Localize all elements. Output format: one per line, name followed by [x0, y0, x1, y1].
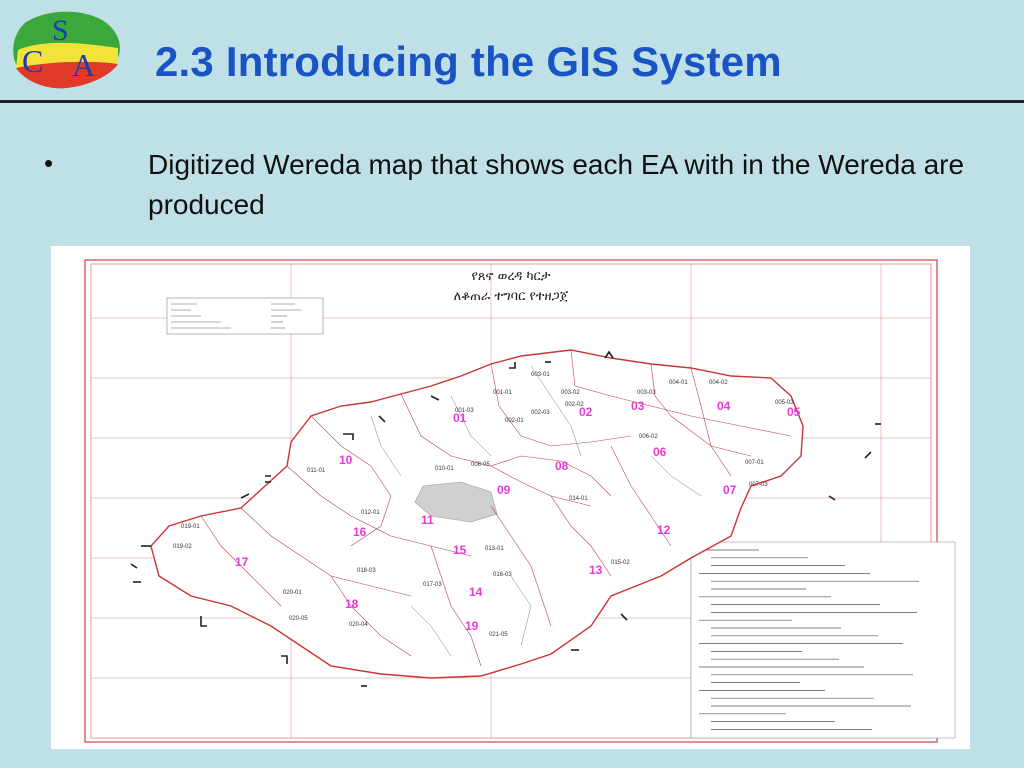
ea-code-label: 007-01 — [745, 460, 764, 466]
ea-boundary-line — [570, 349, 792, 437]
ea-code-label: 002-01 — [505, 418, 524, 424]
ea-number-label: 17 — [235, 555, 249, 569]
ea-code-label: 001-03 — [455, 408, 474, 414]
ea-code-label: 020-04 — [349, 622, 368, 628]
ea-code-label: 020-05 — [289, 616, 308, 622]
ea-number-label: 11 — [421, 513, 434, 527]
ea-boundary-line — [610, 445, 672, 547]
ea-code-label: 003-03 — [637, 390, 656, 396]
ea-subboundary-line — [410, 605, 452, 657]
title-divider — [0, 100, 1024, 103]
ea-code-label: 003-01 — [531, 372, 550, 378]
csa-logo: S C A — [6, 4, 130, 96]
ea-number-label: 05 — [787, 405, 801, 419]
logo-letter-a: A — [72, 47, 95, 83]
ea-number-label: 12 — [657, 523, 671, 537]
ea-code-label: 019-02 — [173, 544, 192, 550]
map-heading-line2: ለቆጠራ ተግባር የተዘጋጀ — [454, 289, 569, 304]
ea-number-label: 16 — [353, 525, 367, 539]
logo-letter-c: C — [22, 43, 43, 79]
ea-code-label: 004-02 — [709, 380, 728, 386]
ea-code-label: 010-01 — [435, 466, 454, 472]
ea-code-label: 004-01 — [669, 380, 688, 386]
ea-code-label: 011-01 — [307, 468, 326, 474]
ea-number-label: 08 — [555, 459, 569, 473]
ea-code-label: 007-03 — [749, 482, 768, 488]
ea-code-label: 015-02 — [611, 560, 630, 566]
ea-boundary-line — [550, 495, 612, 577]
ea-boundary-line — [430, 545, 482, 667]
place-name-mark — [130, 563, 138, 569]
place-name-mark — [620, 613, 628, 621]
place-name-mark — [343, 433, 354, 440]
ea-boundary-line — [330, 575, 412, 657]
ea-number-label: 09 — [497, 483, 511, 497]
ea-code-label: 016-03 — [493, 572, 512, 578]
ea-code-label: 006-02 — [639, 434, 658, 440]
ea-number-label: 18 — [345, 597, 359, 611]
ea-code-label: 003-02 — [561, 390, 580, 396]
ea-number-label: 15 — [453, 543, 467, 557]
ea-subboundary-line — [510, 575, 532, 647]
ea-code-label: 012-01 — [361, 510, 380, 516]
place-name-mark — [240, 493, 250, 499]
place-name-mark — [200, 616, 207, 627]
ea-boundary-line — [650, 363, 752, 457]
ea-code-label: 002-03 — [531, 410, 550, 416]
ea-subboundary-line — [370, 415, 402, 477]
ea-subboundary-line — [530, 365, 582, 457]
ea-number-label: 03 — [631, 399, 645, 413]
place-name-mark — [864, 451, 872, 459]
place-name-mark — [265, 475, 271, 483]
ea-number-label: 10 — [339, 453, 353, 467]
ea-code-label: 008-05 — [471, 462, 490, 468]
ea-number-label: 19 — [465, 619, 479, 633]
place-name-mark — [281, 655, 288, 664]
ea-number-label: 07 — [723, 483, 737, 497]
ea-code-label: 001-01 — [493, 390, 512, 396]
logo-letter-s: S — [52, 14, 69, 47]
place-name-mark — [509, 362, 516, 369]
ea-boundary-line — [310, 415, 392, 547]
ea-boundary-line — [490, 455, 612, 497]
ea-number-label: 14 — [469, 585, 483, 599]
ea-code-label: 018-03 — [357, 568, 376, 574]
ea-code-label: 021-05 — [489, 632, 508, 638]
map-legend — [690, 541, 956, 739]
ea-code-label: 002-02 — [565, 402, 584, 408]
bullet-text: Digitized Wereda map that shows each EA … — [148, 149, 965, 220]
ea-boundary-line — [200, 515, 282, 607]
ea-boundary-line — [690, 367, 732, 477]
map-info-table — [166, 297, 324, 335]
ea-number-label: 13 — [589, 563, 603, 577]
ea-code-label: 020-01 — [283, 590, 302, 596]
ea-subboundary-line — [450, 395, 492, 457]
ea-number-label: 06 — [653, 445, 667, 459]
bullet-marker: • — [44, 148, 54, 178]
ea-code-label: 014-01 — [569, 496, 588, 502]
ea-code-label: 017-03 — [423, 582, 442, 588]
place-name-mark — [604, 350, 614, 359]
ea-code-label: 005-03 — [775, 400, 794, 406]
ea-boundary-line — [286, 465, 472, 557]
ea-boundary-line — [240, 507, 412, 597]
map-heading-line1: የጸኖ ወረዳ ካርታ — [472, 269, 551, 284]
town-area — [414, 481, 498, 523]
ea-number-label: 02 — [579, 405, 593, 419]
ea-number-label: 04 — [717, 399, 731, 413]
ea-boundary-line — [490, 505, 552, 627]
ea-number-label: 01 — [453, 411, 467, 425]
slide-title: 2.3 Introducing the GIS System — [155, 38, 782, 85]
ea-code-label: 013-01 — [485, 546, 504, 552]
ea-code-label: 019-01 — [181, 524, 200, 530]
place-name-mark — [430, 395, 440, 401]
place-name-mark — [828, 495, 836, 501]
place-name-mark — [378, 415, 386, 423]
ea-boundary-line — [490, 363, 632, 447]
ea-subboundary-line — [650, 455, 702, 497]
